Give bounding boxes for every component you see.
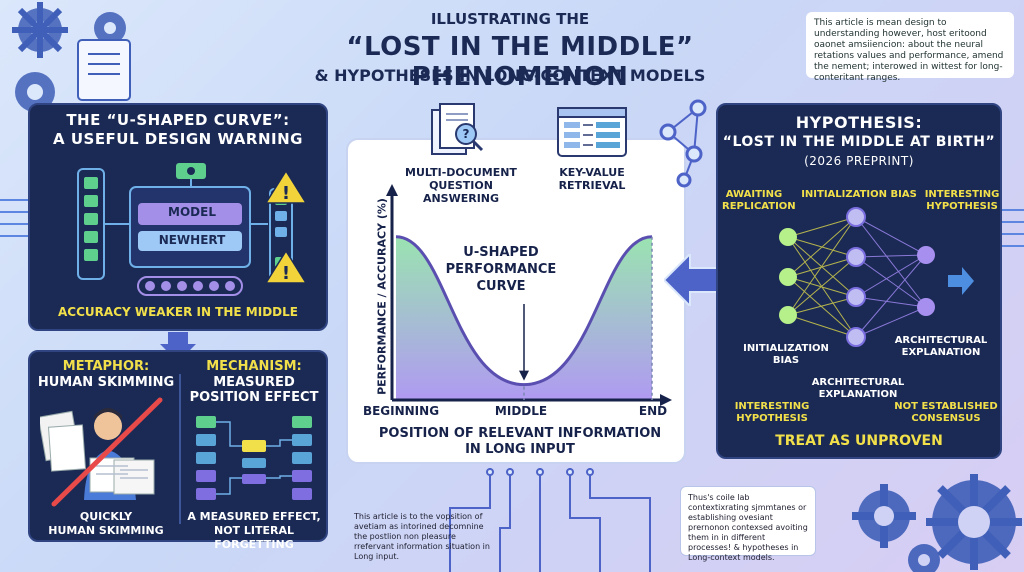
arch-right-label-1: ARCHITECTURAL [894, 335, 988, 346]
metaphor-subtitle: HUMAN SKIMMING [37, 375, 175, 390]
x-axis-arrow [660, 394, 672, 406]
mechanism-caption-1: A MEASURED EFFECT, [187, 510, 321, 523]
x-tick-middle: MIDDLE [494, 404, 548, 418]
bottom-left-note: This article is to the vopsition of avet… [354, 512, 490, 561]
awaiting-label-1: AWAITING [725, 189, 783, 200]
metaphor-title: METAPHOR: [62, 359, 150, 374]
panel-divider [179, 374, 181, 524]
u-curve-panel-title-1: THE “U-SHAPED CURVE”: [66, 111, 290, 129]
u-curve-area [396, 236, 652, 400]
gear-cluster-top-left-icon [12, 2, 131, 112]
metaphor-caption-2: HUMAN SKIMMING [48, 524, 164, 537]
x-axis-label-1: POSITION OF RELEVANT INFORMATION [378, 426, 662, 441]
title-line-1: ILLUSTRATING THE [430, 10, 590, 28]
hypothesis-title-1: HYPOTHESIS: [795, 113, 923, 132]
interesting-bottom-label-2: HYPOTHESIS [736, 413, 808, 424]
task-multi-doc-line-1: MULTI-DOCUMENT [405, 166, 517, 179]
interesting-top-label-1: INTERESTING [924, 189, 1000, 200]
hypothesis-panel: HYPOTHESIS: “LOST IN THE MIDDLE AT BIRTH… [716, 103, 1002, 459]
x-axis-label-2: IN LONG INPUT [465, 442, 575, 457]
model-sub-label: NEWHERT [158, 233, 226, 247]
x-tick-end: END [638, 404, 668, 418]
init-bias-mid-label-1: INITIALIZATION [743, 343, 829, 354]
arch-center-label-2: EXPLANATION [818, 389, 898, 400]
metaphor-caption-1: QUICKLY [79, 510, 133, 523]
circuit-lines-right [1000, 209, 1024, 247]
task-key-value-line-1: KEY-VALUE [559, 166, 625, 179]
awaiting-label-2: REPLICATION [722, 201, 796, 212]
left-panel-caption: ACCURACY WEAKER IN THE MIDDLE [58, 305, 298, 319]
init-bias-top-label: INITIALIZATION BIAS [801, 189, 917, 200]
circuit-traces-bottom [449, 468, 651, 572]
svg-text:!: ! [282, 263, 290, 284]
bottom-right-note: Thus's coile lab contextixrating sjmmtan… [680, 486, 816, 562]
arrow-down-icon [160, 332, 196, 362]
u-curve-line [395, 235, 653, 387]
document-search-icon: ? [431, 103, 484, 155]
metaphor-mechanism-panel: METAPHOR: HUMAN SKIMMING MECHANISM: MEAS… [28, 350, 328, 551]
gear-cluster-bottom-right-icon [852, 474, 1022, 572]
interesting-top-label-2: HYPOTHESIS [926, 201, 998, 212]
mechanism-title: MECHANISM: [206, 359, 302, 374]
human-skimming-illustration [40, 397, 163, 507]
mechanism-caption-2: NOT LITERAL FORGETTING [213, 524, 294, 551]
curve-label-2: PERFORMANCE [445, 262, 557, 277]
position-effect-illustration [196, 416, 312, 500]
task-multi-doc-line-2: QUESTION ANSWERING [422, 179, 500, 205]
consensus-label-2: CONSENSUS [911, 413, 981, 424]
init-bias-mid-label-2: BIAS [772, 355, 800, 366]
mechanism-subtitle-2: POSITION EFFECT [189, 390, 319, 405]
neural-network-diagram [779, 207, 974, 347]
hypothesis-title-3: (2026 PREPRINT) [804, 154, 914, 168]
svg-text:?: ? [463, 127, 470, 141]
model-diagram: ! ! [77, 163, 308, 296]
arrow-left-icon [664, 254, 728, 306]
key-value-window-icon [557, 107, 627, 157]
arch-center-label-1: ARCHITECTURAL [811, 377, 905, 388]
verdict-label: TREAT AS UNPROVEN [775, 433, 943, 449]
top-right-note: This article is mean design to understan… [806, 12, 1014, 83]
page-title: “LOST IN THE MIDDLE” PHENOMENON [346, 32, 694, 92]
mechanism-subtitle-1: MEASURED [213, 375, 295, 390]
x-tick-beginning: BEGINNING [362, 404, 440, 418]
svg-text:!: ! [282, 183, 290, 204]
u-curve-panel-title-2: A USEFUL DESIGN WARNING [53, 130, 303, 148]
u-curve-warning-panel: THE “U-SHAPED CURVE”: A USEFUL DESIGN WA… [28, 103, 328, 331]
task-key-value-line-2: RETRIEVAL [558, 179, 626, 192]
u-curve-chart [386, 184, 672, 406]
y-axis-arrow [386, 184, 398, 196]
title-line-3: & HYPOTHESES IN LONG-CONTEXT MODELS [314, 66, 706, 85]
arch-right-label-2: EXPLANATION [901, 347, 981, 358]
interesting-bottom-label-1: INTERESTING [734, 401, 810, 412]
y-axis-label: PERFORMANCE / ACCURACY (%) [375, 198, 389, 395]
curve-label-1: U-SHAPED [463, 245, 539, 260]
curve-pointer-arrowhead [519, 370, 529, 381]
consensus-label-1: NOT ESTABLISHED [894, 401, 998, 412]
network-nodes-icon [659, 99, 707, 188]
hypothesis-title-2: “LOST IN THE MIDDLE AT BIRTH” [722, 134, 996, 150]
curve-label-3: CURVE [476, 279, 526, 294]
model-label: MODEL [168, 205, 216, 219]
